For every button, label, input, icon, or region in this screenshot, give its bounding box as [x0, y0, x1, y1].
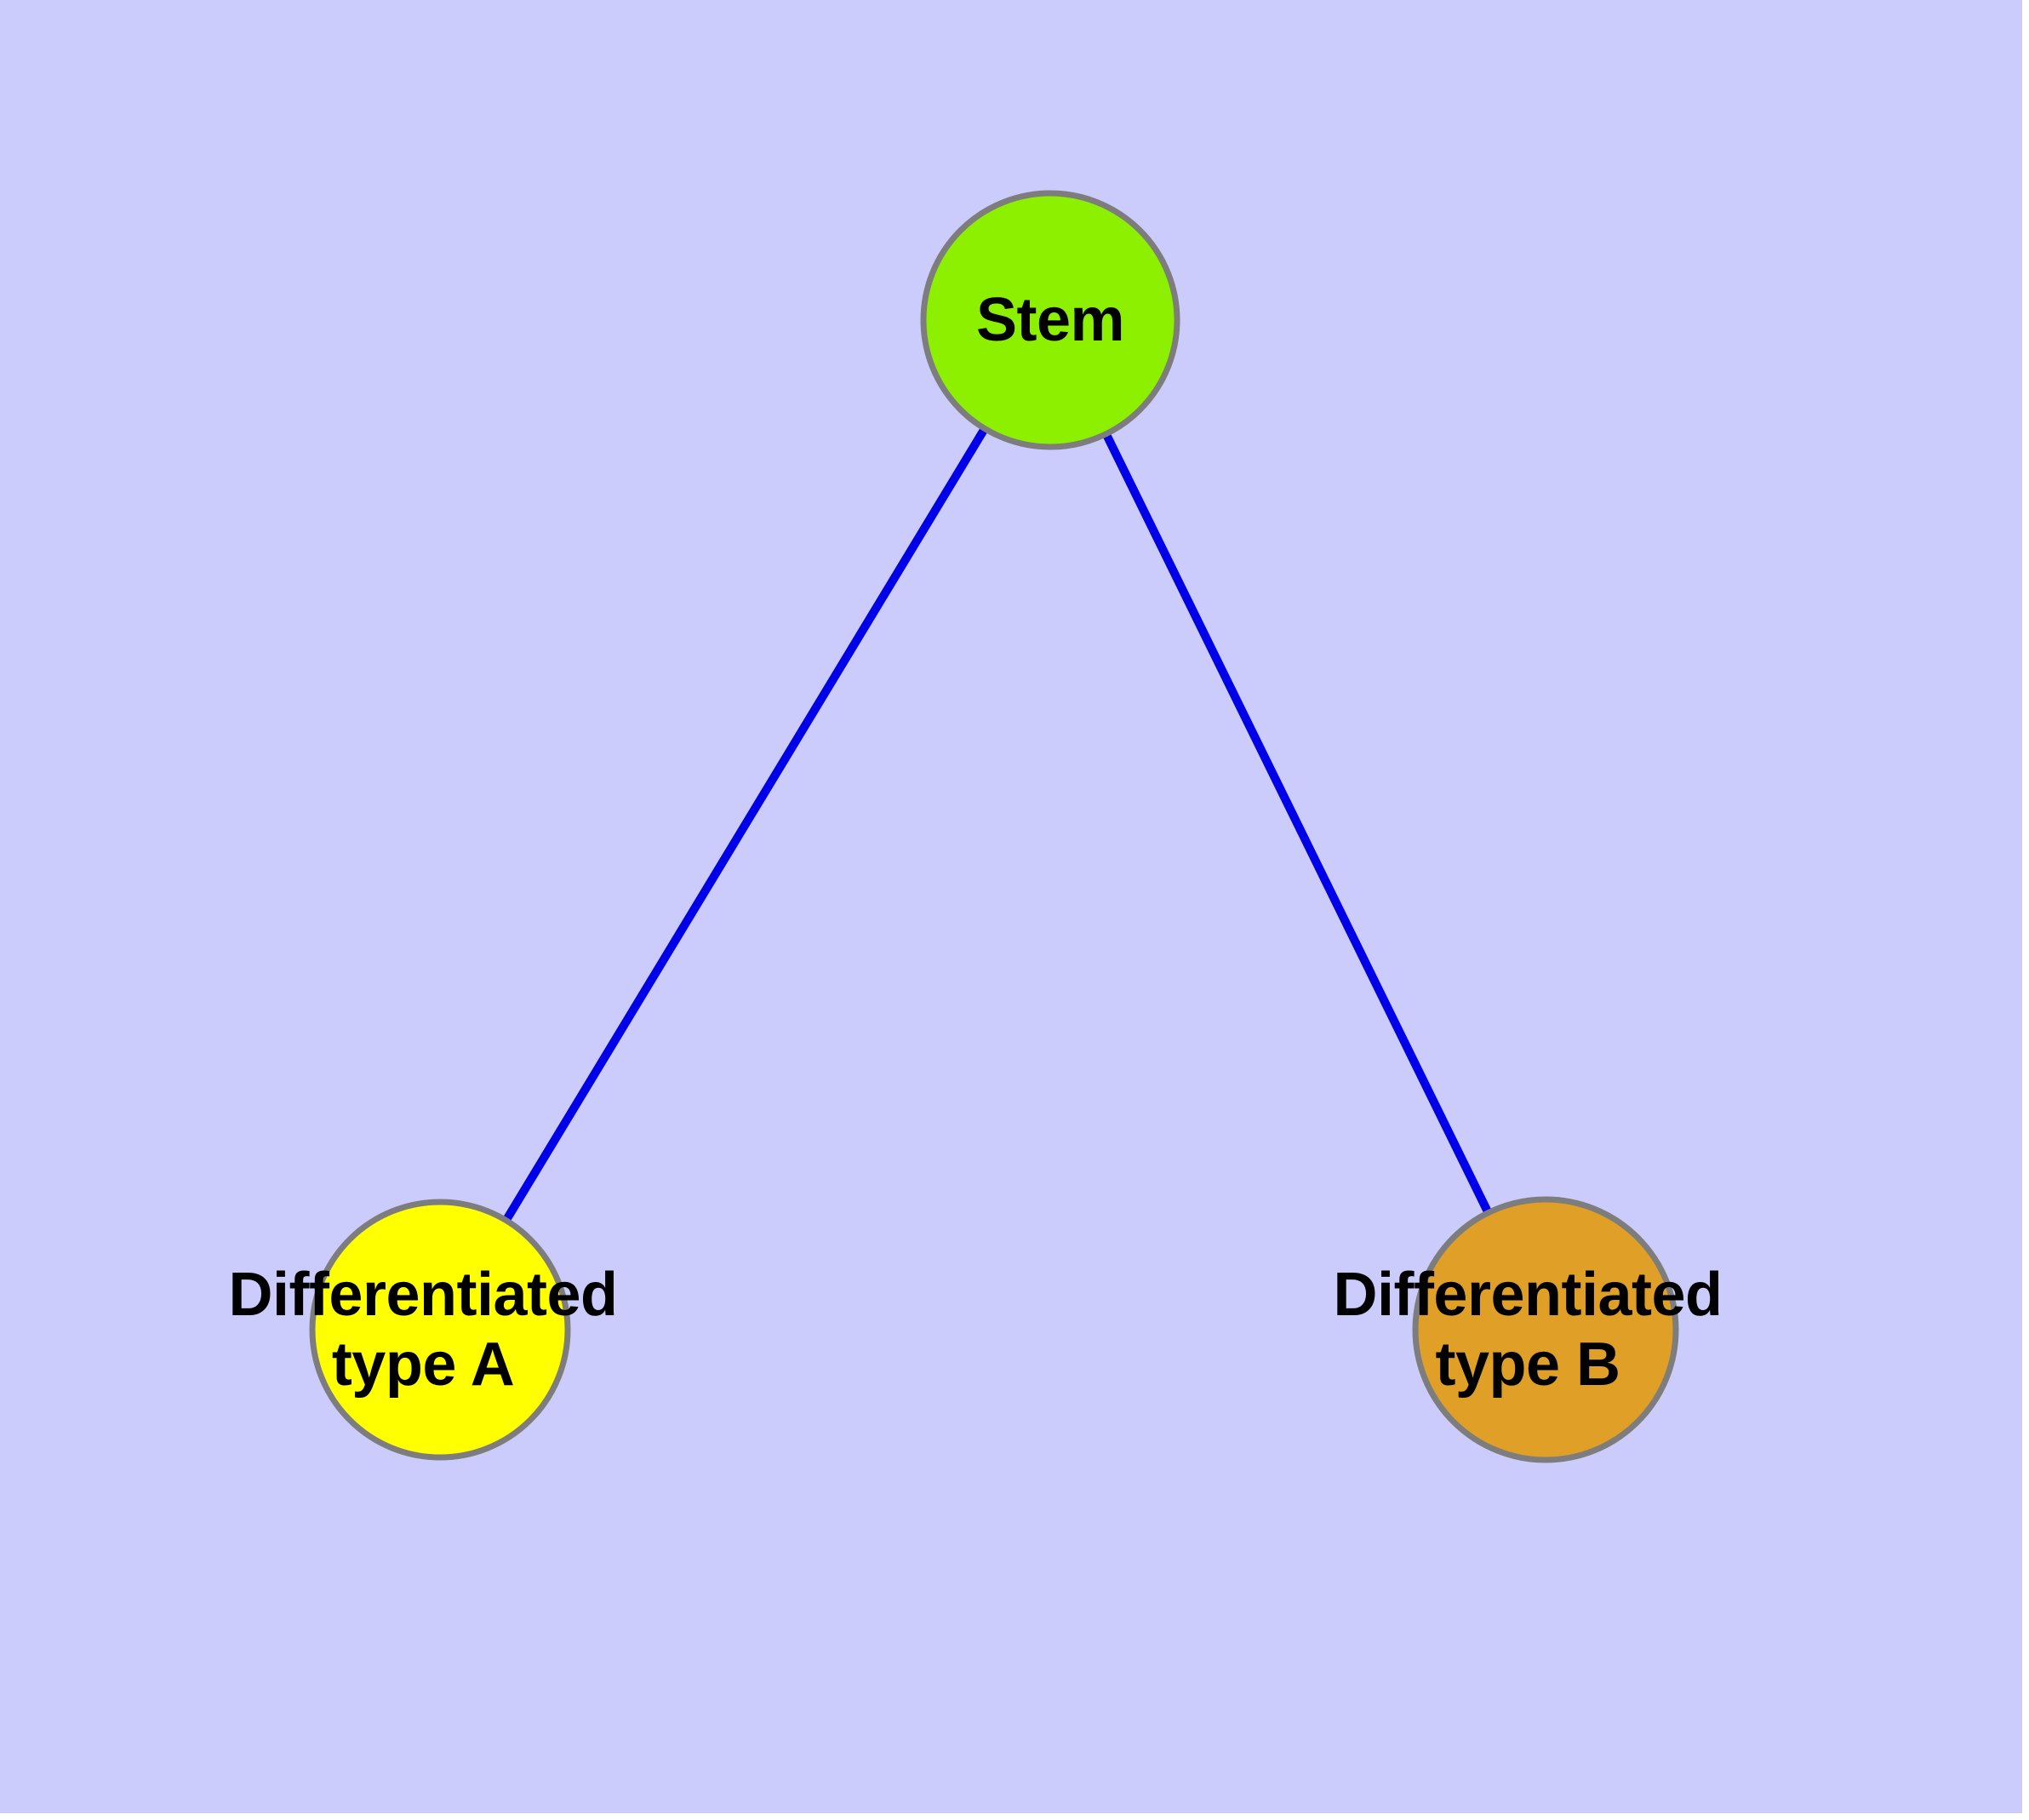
edge-layer: [500, 423, 1494, 1226]
node-differentiated-type-a-circle[interactable]: [309, 1199, 571, 1461]
edge-stem-to-differentiated-type-a: [500, 423, 991, 1226]
node-differentiated-type-b-circle[interactable]: [1412, 1196, 1679, 1463]
edge-stem-to-differentiated-type-b: [1100, 428, 1494, 1218]
node-stem-circle[interactable]: [920, 190, 1180, 450]
node-layer: [309, 190, 1679, 1463]
